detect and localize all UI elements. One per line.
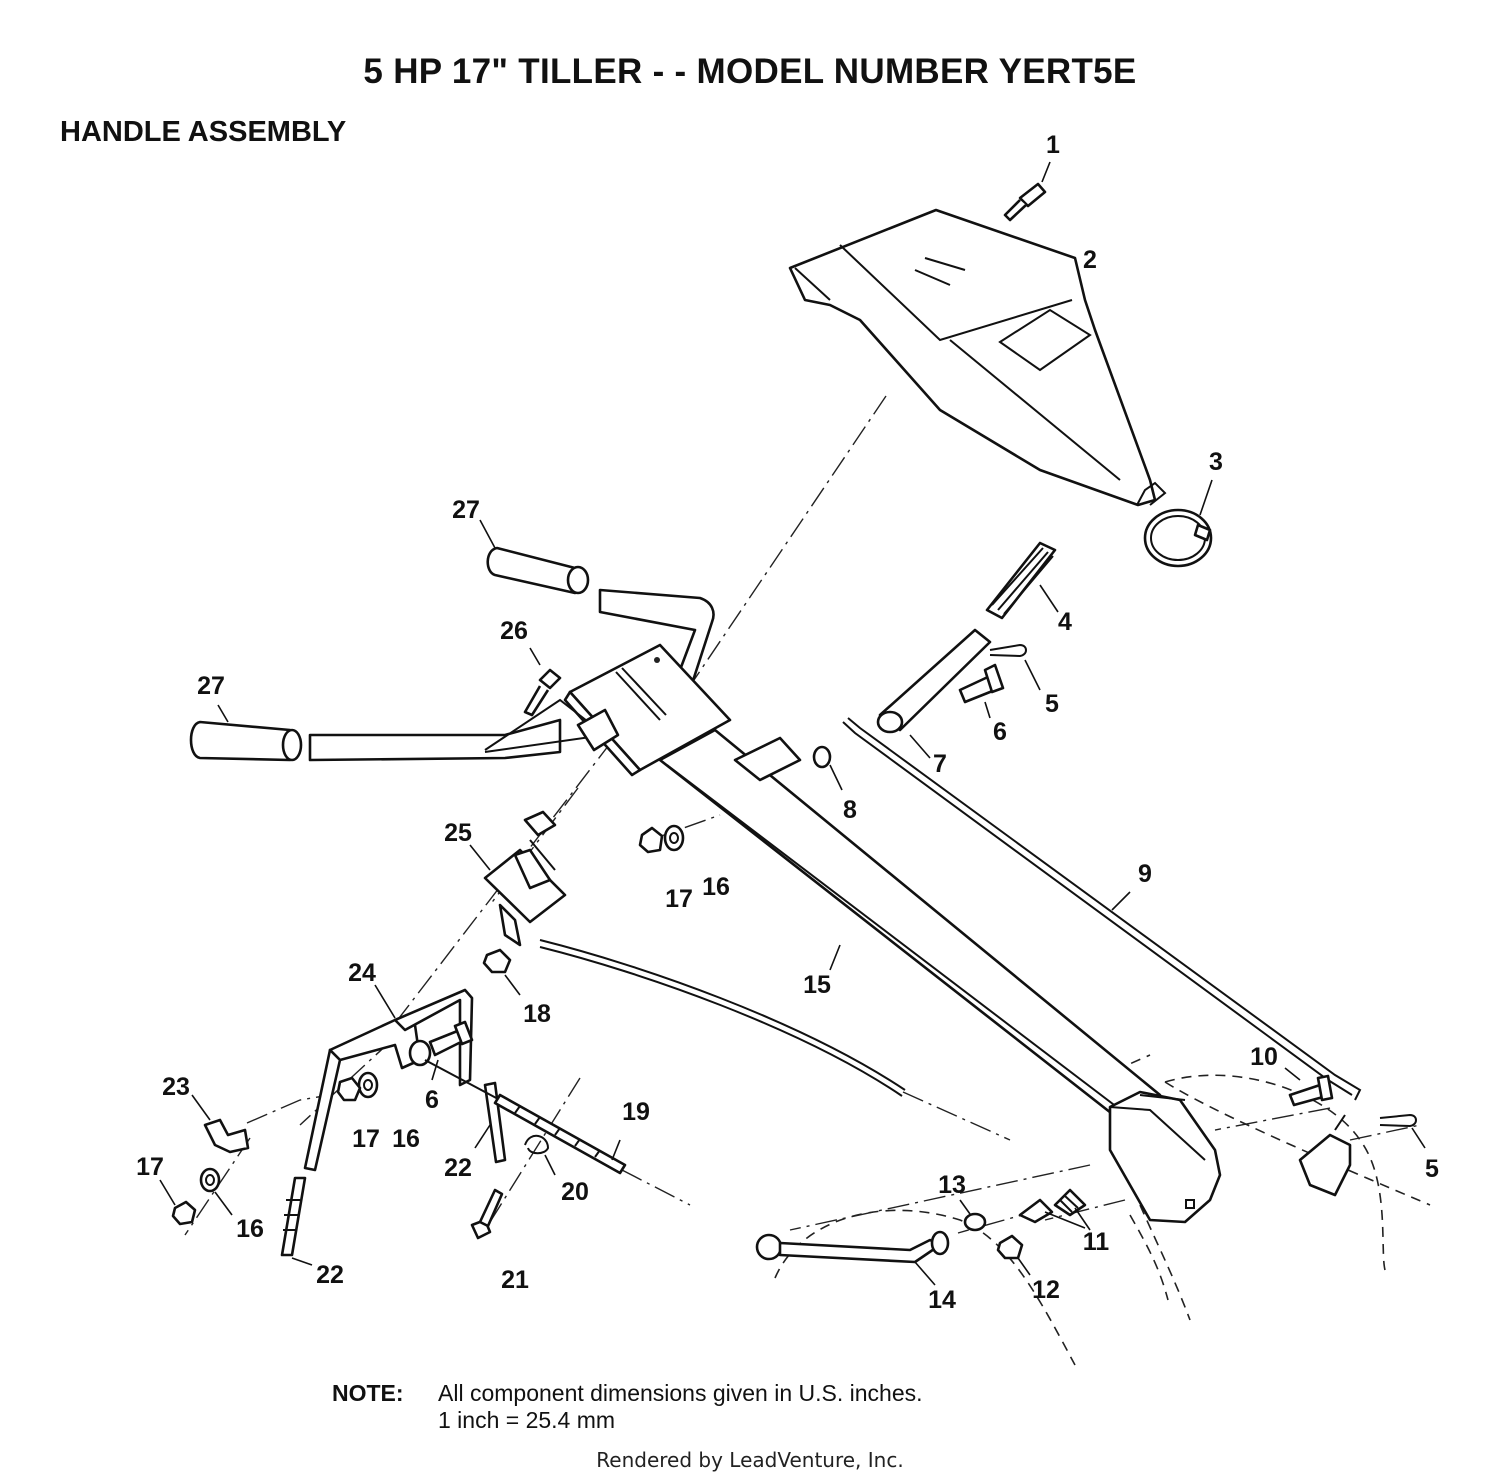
clip-part-23	[191, 1094, 250, 1154]
callout-17a: 17	[665, 885, 693, 913]
depth-handle-part-14	[755, 1230, 950, 1286]
rendered-by-footer: Rendered by LeadVenture, Inc.	[596, 1448, 904, 1472]
callout-5a: 5	[1045, 690, 1059, 718]
callout-12: 12	[1032, 1276, 1060, 1304]
bracket-part-25	[469, 810, 567, 947]
callout-25: 25	[444, 819, 472, 847]
spacer-part-8	[812, 745, 843, 791]
depth-bar-parts-11	[1018, 1188, 1091, 1231]
exploded-parts-diagram: 1 2 3 4 5 5 6 6 7 8 9 10 11 12 13 14 15 …	[136, 131, 1439, 1366]
clip-part-20	[524, 1134, 556, 1176]
callout-16b: 16	[392, 1125, 420, 1153]
callout-9: 9	[1138, 860, 1152, 888]
rod-part-9	[842, 717, 1362, 1101]
washer-part-13	[959, 1199, 987, 1232]
note-line-2: 1 inch = 25.4 mm	[438, 1407, 616, 1433]
screw-part-1	[1003, 161, 1051, 222]
nut-part-18	[482, 948, 521, 996]
callout-27a: 27	[452, 496, 480, 524]
callout-7: 7	[933, 750, 947, 778]
callout-1: 1	[1046, 131, 1060, 159]
bolt-part-6-upper	[958, 663, 1005, 719]
callout-10: 10	[1250, 1043, 1278, 1071]
callout-24: 24	[348, 959, 376, 987]
bolt-part-10	[1284, 1067, 1334, 1107]
lever-grip-part-4	[985, 541, 1059, 620]
callout-8: 8	[843, 796, 857, 824]
grip-lower-part-27	[189, 704, 303, 762]
bolt-part-21	[470, 1188, 504, 1240]
callout-4: 4	[1058, 608, 1072, 636]
callout-22b: 22	[444, 1154, 472, 1182]
callout-23: 23	[162, 1073, 190, 1101]
section-subtitle: HANDLE ASSEMBLY	[60, 116, 347, 148]
callout-17b: 17	[352, 1125, 380, 1153]
handle-mount-bracket	[484, 643, 802, 782]
note-line-1: All component dimensions given in U.S. i…	[438, 1380, 923, 1406]
pin-part-22-right	[474, 1081, 507, 1164]
page-title: 5 HP 17" TILLER - - MODEL NUMBER YERT5E	[363, 52, 1137, 91]
note-label: NOTE:	[332, 1380, 404, 1406]
handle-tube-part-15	[658, 728, 1162, 1122]
washer-part-16-upper	[663, 824, 685, 852]
callout-13: 13	[938, 1171, 966, 1199]
washer-part-16-low	[199, 1167, 233, 1216]
control-panel-part-2	[788, 208, 1167, 507]
callout-11: 11	[1083, 1228, 1110, 1256]
callout-18: 18	[523, 1000, 551, 1028]
callout-16a: 16	[702, 873, 730, 901]
callout-15: 15	[803, 971, 831, 999]
control-cable	[539, 939, 906, 1097]
callout-16c: 16	[236, 1215, 264, 1243]
pin-part-22-left	[280, 1176, 313, 1266]
callout-6a: 6	[993, 718, 1007, 746]
callout-20: 20	[561, 1178, 589, 1206]
callout-19: 19	[622, 1098, 650, 1126]
callout-3: 3	[1209, 448, 1223, 476]
callout-2: 2	[1083, 246, 1097, 274]
callout-17c: 17	[136, 1153, 164, 1181]
spring-part-19	[424, 1059, 627, 1175]
dimension-note: NOTE: All component dimensions given in U…	[332, 1380, 923, 1434]
bell-crank-right	[1298, 1114, 1352, 1197]
bolt-part-26	[523, 647, 562, 717]
callout-14: 14	[928, 1286, 956, 1314]
callout-6b: 6	[425, 1086, 439, 1114]
callout-22a: 22	[316, 1261, 344, 1289]
nut-part-17-mid	[336, 1076, 362, 1102]
hair-pin-part-5-upper	[989, 643, 1041, 691]
nut-part-12	[996, 1234, 1031, 1276]
washer-part-16-mid	[357, 1071, 379, 1099]
callout-26: 26	[500, 617, 528, 645]
bolt-part-6-lower	[408, 1020, 474, 1081]
retainer-ring-part-3	[1143, 479, 1213, 568]
lever-part-7	[876, 628, 992, 759]
lever-part-24	[303, 984, 474, 1172]
callout-27b: 27	[197, 672, 225, 700]
callout-labels: 1 2 3 4 5 5 6 6 7 8 9 10 11 12 13 14 15 …	[136, 131, 1439, 1314]
callout-5b: 5	[1425, 1155, 1439, 1183]
grip-upper-part-27	[479, 519, 590, 595]
lower-mount-plate	[1108, 1090, 1222, 1224]
callout-21: 21	[501, 1266, 529, 1294]
nut-part-17-low	[159, 1179, 197, 1226]
hair-pin-part-5-lower	[1379, 1113, 1426, 1149]
nut-part-17-upper	[638, 826, 664, 854]
